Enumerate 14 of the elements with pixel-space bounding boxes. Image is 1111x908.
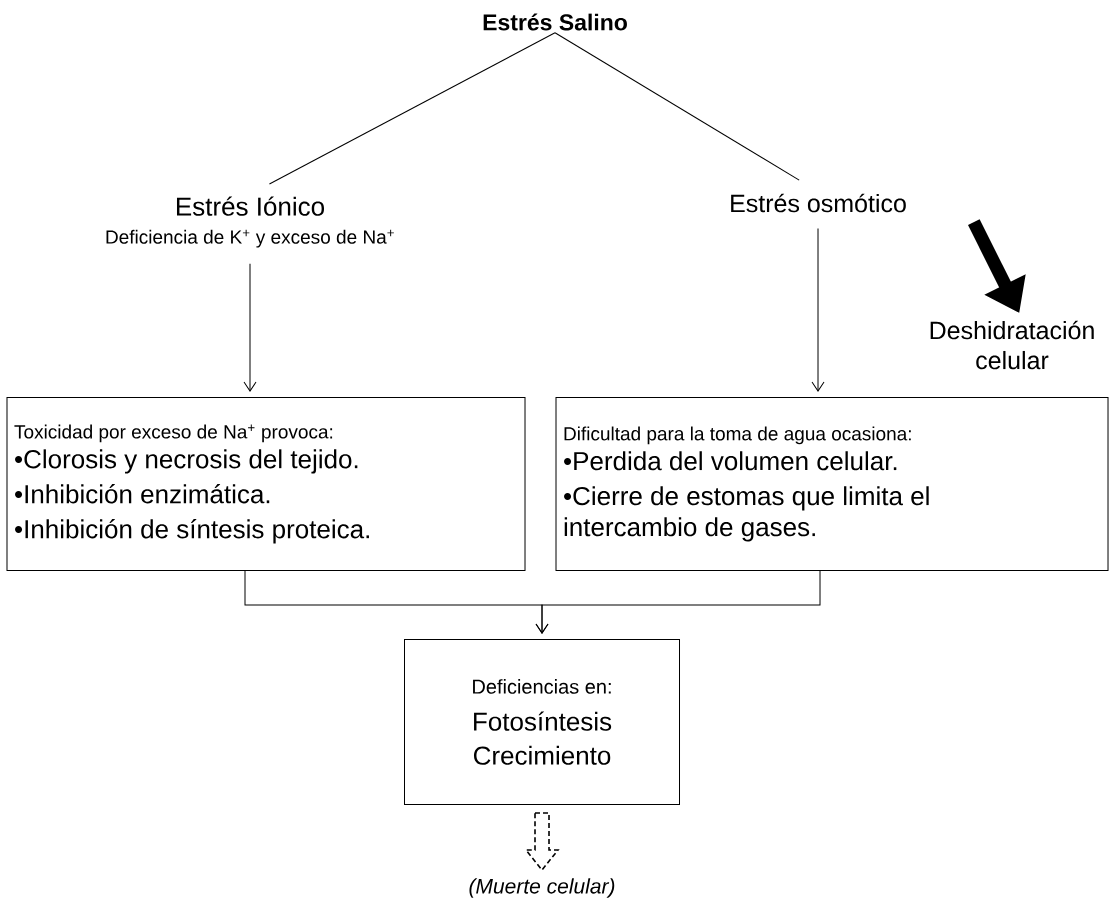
connector-line [268,32,556,185]
connector-line [554,32,800,181]
arrow [243,263,257,392]
note-text: (Muerte celular) [469,878,615,898]
heading-text: Estrés Iónico Deficiencia de K$^{+}$ y exceso de Na$^{+}$ [106,196,394,248]
arrow [811,228,825,392]
block-arrow [524,812,560,872]
title-text: Estrés Salino [483,13,627,31]
text-box: Deficiencias en: Fotosíntesis Crecimiento [404,639,680,805]
heading-text: Estrés osmótico [731,193,906,213]
arrow [535,570,821,634]
text-box: Dificultad para la toma de agua ocasiona: •Perdida del volumen celular. •Cierre de estomas que limita el intercambio de gases. [555,397,1109,571]
heading-text: Deshidratación celular [930,320,1094,370]
text-box: Toxicidad por exceso de Na$^{+}$ provoca: •Clorosis y necrosis del tejido. •Inhibición enzimática. •Inhibición de síntesis proteica. [6,397,526,571]
